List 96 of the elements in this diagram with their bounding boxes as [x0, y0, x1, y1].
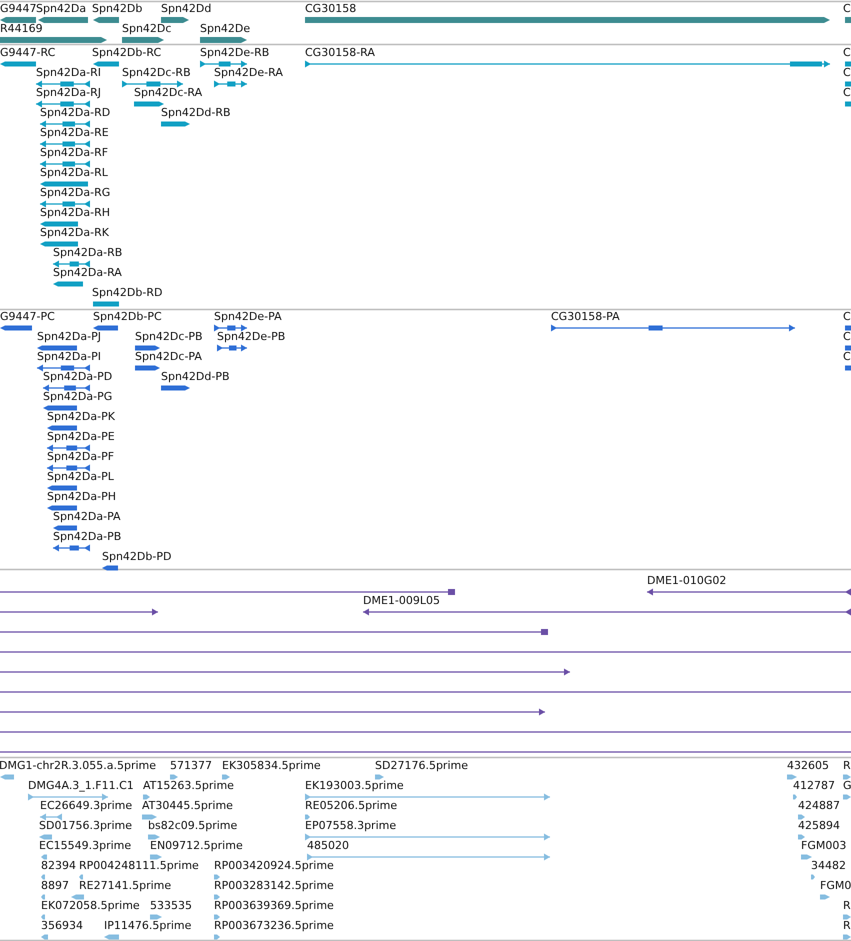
feature-label: Spn42Da-RF: [40, 146, 108, 159]
feature-label: Spn42Da-PL: [47, 470, 114, 483]
feature-label: G9447: [0, 2, 37, 15]
feature-label: Spn42Da-PA: [53, 510, 121, 523]
feature-label: SD27176.5prime: [375, 759, 468, 772]
feature-label: 34482: [811, 859, 846, 872]
feature-label: EK072058.5prime: [41, 899, 140, 912]
feature-label: RP003639369.5prime: [214, 899, 334, 912]
feature-label: Spn42Da-RD: [40, 106, 110, 119]
feature-label: C: [843, 330, 851, 343]
feature-label: Spn42Da-RB: [53, 246, 122, 259]
feature-label: DME1-009L05: [363, 594, 440, 607]
feature-label: Spn42Da-PB: [53, 530, 122, 543]
feature-label: C: [843, 350, 851, 363]
feature-label: EC26649.3prime: [40, 799, 132, 812]
feature-label: AT15263.5prime: [143, 779, 234, 792]
feature-label: R44169: [0, 22, 43, 35]
feature-label: Spn42Dc-RA: [134, 86, 202, 99]
feature-label: Spn42Da-PF: [47, 450, 114, 463]
feature-label: 425894: [798, 819, 840, 832]
feature-label: R: [843, 759, 851, 772]
feature-label: Spn42Da-RI: [36, 66, 102, 79]
feature-label: Spn42Da-PG: [43, 390, 112, 403]
feature-label: Spn42Dc-PA: [135, 350, 202, 363]
feature-label: C: [843, 46, 851, 59]
feature-label: Spn42Dc: [122, 22, 172, 35]
feature-label: Spn42De-RB: [200, 46, 270, 59]
feature-label: DMG4A.3_1.F11.C1: [28, 779, 134, 792]
feature-label: Spn42Da-PH: [47, 490, 116, 503]
feature-label: 8897: [41, 879, 69, 892]
feature-label: 432605: [787, 759, 829, 772]
feature-label: Spn42Da-PD: [43, 370, 112, 383]
feature-label: CG30158-PA: [551, 310, 620, 323]
feature-label: R: [843, 899, 851, 912]
feature-label: 533535: [150, 899, 192, 912]
feature-label: RE27141.5prime: [79, 879, 172, 892]
feature-label: 424887: [798, 799, 840, 812]
feature-label: FGM0: [820, 879, 851, 892]
feature-label: C: [843, 310, 851, 323]
feature-label: Spn42De-RA: [214, 66, 283, 79]
feature-label: RP003673236.5prime: [214, 919, 334, 932]
feature-label: Spn42Da-RG: [40, 186, 110, 199]
feature-label: Spn42Dd-RB: [161, 106, 231, 119]
feature-label: DME1-010G02: [647, 574, 726, 587]
feature-label: Spn42Da-RE: [40, 126, 109, 139]
feature-label: RP003283142.5prime: [214, 879, 334, 892]
feature-label: Spn42De-PA: [214, 310, 282, 323]
feature-label: CG30158-RA: [305, 46, 375, 59]
feature-label: Spn42De-PB: [217, 330, 286, 343]
feature-label: Spn42Dc-RB: [122, 66, 191, 79]
feature-label: EC15549.3prime: [39, 839, 132, 852]
feature-label: Spn42Da-PK: [47, 410, 115, 423]
feature-label: C: [843, 2, 851, 15]
feature-label: G9447-RC: [0, 46, 56, 59]
feature-label: C: [843, 66, 851, 79]
feature-label: Spn42De: [200, 22, 250, 35]
feature-label: Spn42Da-PE: [47, 430, 115, 443]
feature-label: Spn42Da-RJ: [36, 86, 102, 99]
feature-label: Spn42Da-RK: [40, 226, 109, 239]
feature-label: Spn42Da-RA: [53, 266, 122, 279]
feature-label: EP07558.3prime: [305, 819, 396, 832]
feature-label: Spn42Da-RL: [40, 166, 108, 179]
feature-label: IP11476.5prime: [104, 919, 192, 932]
feature-label: RP003420924.5prime: [214, 859, 334, 872]
feature-label: Spn42Db-PD: [102, 550, 172, 563]
feature-label: bs82c09.5prime: [148, 819, 238, 832]
feature-label: 485020: [307, 839, 349, 852]
feature-label: R: [843, 919, 851, 932]
feature-label: Spn42Dc-PB: [135, 330, 203, 343]
feature-label: 356934: [41, 919, 83, 932]
feature-label: 82394: [41, 859, 76, 872]
feature-label: AT30445.5prime: [142, 799, 233, 812]
feature-label: RE05206.5prime: [305, 799, 398, 812]
feature-label: Spn42Dd-PB: [161, 370, 230, 383]
feature-label: 571377: [170, 759, 212, 772]
feature-label: EN09712.5prime: [150, 839, 243, 852]
feature-label: FGM003: [801, 839, 846, 852]
feature-label: G: [843, 779, 851, 792]
feature-label: C: [843, 86, 851, 99]
feature-label: Spn42Da-RH: [40, 206, 110, 219]
feature-label: Spn42Da-PJ: [37, 330, 101, 343]
feature-label: Spn42Dd: [161, 2, 212, 15]
feature-label: Spn42Da: [36, 2, 86, 15]
feature-label: DMG1-chr2R.3.055.a.5prime: [0, 759, 156, 772]
feature-label: Spn42Db-RC: [92, 46, 162, 59]
feature-label: Spn42Db-PC: [93, 310, 162, 323]
feature-label: 412787: [793, 779, 835, 792]
feature-label: EK193003.5prime: [305, 779, 404, 792]
feature-label: G9447-PC: [0, 310, 55, 323]
feature-label: Spn42Da-PI: [37, 350, 101, 363]
feature-label: CG30158: [305, 2, 356, 15]
feature-label: EK305834.5prime: [222, 759, 321, 772]
feature-label: SD01756.3prime: [39, 819, 132, 832]
feature-label: Spn42Db: [92, 2, 142, 15]
feature-label: RP004248111.5prime: [79, 859, 199, 872]
feature-label: Spn42Db-RD: [92, 286, 162, 299]
